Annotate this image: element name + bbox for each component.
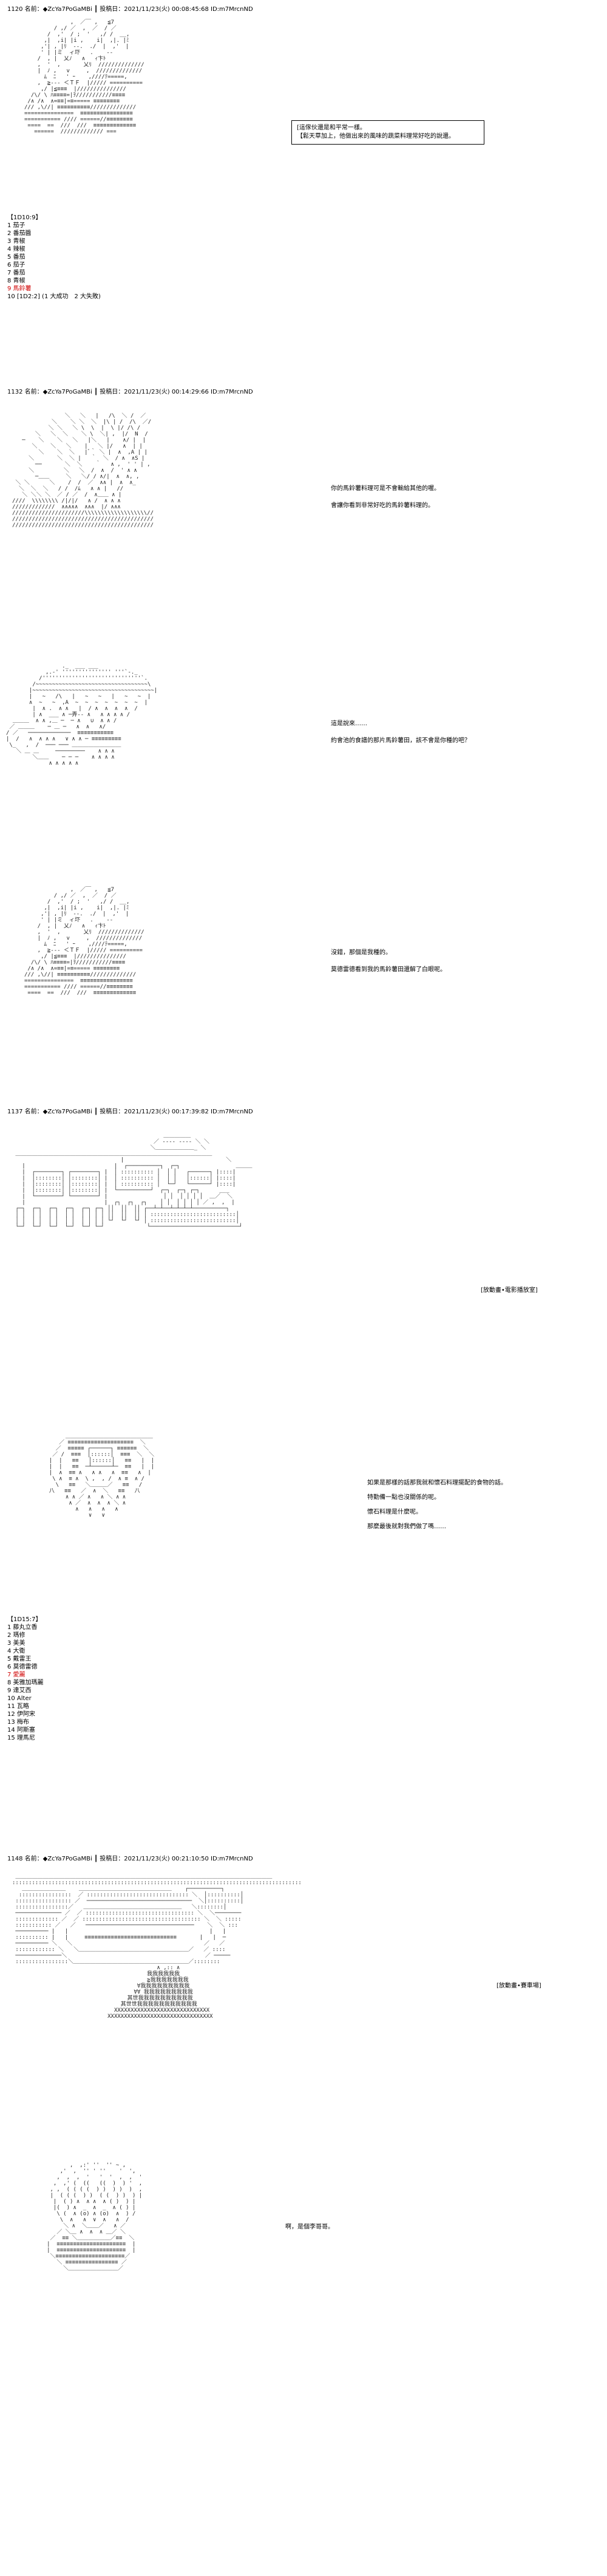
list-item-selected: 7 愛麗 <box>7 1672 25 1678</box>
dialogue-line: 約會池的食譜的那片馬鈴薯田，該不會是你種的吧？ <box>331 737 470 744</box>
ascii-art-character-kimono: ＿＿＿＿＿＿＿＿＿＿＿＿＿＿＿＿ ／ ≡≡≡≡≡≡≡≡≡≡≡≡≡≡≡≡≡≡≡≡ … <box>49 1433 155 1519</box>
post-header: 1132 名前：◆ZcYa7PoGaMBi ┃ 投稿日：2021/11/23(火… <box>7 389 253 395</box>
list-item: 11 瓦略 <box>7 1703 29 1710</box>
dialogue-line: 這是說來…… <box>331 720 367 727</box>
list-item: 5 番茄 <box>7 254 25 261</box>
list-item: 13 梅布 <box>7 1719 29 1726</box>
list-item: 1 茄子 <box>7 222 25 229</box>
ascii-art-race-track: ＿＿＿＿＿＿＿＿＿＿＿＿＿＿＿＿＿＿＿＿＿＿＿＿＿＿＿＿＿＿＿＿＿＿＿＿＿＿＿＿… <box>12 1874 302 2020</box>
location-tag: [放動畫•電影播放室] <box>481 1287 538 1294</box>
list-item: 4 辣椒 <box>7 246 25 253</box>
ascii-art-character-side: ._ ___ ___ ,.-' ''''''''''''''' '''`-._ … <box>6 663 158 767</box>
list-item: 12 伊阿宋 <box>7 1711 35 1718</box>
list-item: 6 茄子 <box>7 262 25 268</box>
ascii-art-screening-room: ＿＿＿＿＿ ／ ---- ---- ＼ ＼ ＼＿＿＿＿＿＿＿_ ＼ ＿＿＿＿＿＿… <box>15 1133 253 1230</box>
narration-line: 【鬆天草加上，他做出來的風味的蔬菜料理常好吃的說還。 <box>297 133 455 140</box>
dialogue: 沒錯，那個是我種的。 莫德雷德看到我的馬鈴薯田還解了白眼呢。 <box>331 949 446 983</box>
list-item: 2 番茄醬 <box>7 230 32 237</box>
narration-line: [這傢伙還是和平常一樣。 <box>297 125 366 131</box>
post-header: 1120 名前：◆ZcYa7PoGaMBi ┃ 投稿日：2021/11/23(火… <box>7 6 253 13</box>
list-item: 9 達艾西 <box>7 1687 32 1694</box>
dice-result-list: 【1D15:7】 1 藤丸立香 2 瑪修 3 美美 4 大衛 5 戴雷王 6 莫… <box>7 1616 44 1742</box>
dialogue: 啊，是個李哥哥。 <box>285 2223 334 2240</box>
list-item: 6 莫德雷德 <box>7 1664 38 1670</box>
dialogue-line: 沒錯，那個是我種的。 <box>331 949 392 956</box>
list-item: 8 青椒 <box>7 278 25 284</box>
dialogue-line: 懷石料理是什麼呢。 <box>367 1509 422 1515</box>
list-item: 10 Alter <box>7 1695 32 1702</box>
dialogue-line: 那麼最後就對我們做了嗎…… <box>367 1523 446 1530</box>
list-item: 7 番茄 <box>7 270 25 276</box>
ascii-art-character-curly: , ,:' '' '' ~ , ,' , '' ' '' ' ', , , , … <box>47 2162 143 2272</box>
dialogue-line: 如果是那樣的話那我就和懷石料理擺配的食物的話。 <box>367 1480 507 1486</box>
list-item: 4 大衛 <box>7 1648 25 1655</box>
dialogue-line: 莫德雷德看到我的馬鈴薯田還解了白眼呢。 <box>331 966 446 973</box>
list-item: 2 瑪修 <box>7 1632 25 1639</box>
list-item: 5 戴雷王 <box>7 1656 32 1662</box>
list-title: 【1D10:9】 <box>7 214 42 221</box>
list-item: 15 理馬尼 <box>7 1735 35 1741</box>
ascii-art-character: , ／￣ , ≦7 / ,/ ／ , ／ / ／ / ,' / ; ' ,/ /… <box>24 19 144 135</box>
list-item: 3 美美 <box>7 1640 25 1647</box>
location-tag: [放動畫•賽車場] <box>497 1983 541 1989</box>
ascii-art-character-angry: ＼ ＼ | /\ ＼ / ／ ＼ ＼ ＼ ＼ |\ | / /\ ／/ ＼ ＼ … <box>12 413 154 528</box>
dialogue: 你的馬鈴薯料理可是不會輸給其他的喔。 會讓你看到非常好吃的馬鈴薯料理的。 <box>331 485 440 519</box>
narration-box: [這傢伙還是和平常一樣。 【鬆天草加上，他做出來的風味的蔬菜料理常好吃的說還。 <box>291 120 484 145</box>
dialogue: 如果是那樣的話那我就和懷石料理擺配的食物的話。 特勤備一點也沒關係的呢。 懷石料… <box>367 1479 507 1537</box>
list-item: 8 美雅加瑪麗 <box>7 1679 44 1686</box>
dialogue-line: 啊，是個李哥哥。 <box>285 2224 334 2230</box>
dialogue-line: 會讓你看到非常好吃的馬鈴薯料理的。 <box>331 502 434 509</box>
post-header: 1148 名前：◆ZcYa7PoGaMBi ┃ 投稿日：2021/11/23(火… <box>7 1856 253 1862</box>
dialogue: 這是說來…… 約會池的食譜的那片馬鈴薯田，該不會是你種的吧？ <box>331 720 470 754</box>
list-item: 1 藤丸立香 <box>7 1624 38 1631</box>
list-item: 14 阿斯塞 <box>7 1727 35 1734</box>
list-item: 10 [1D2:2] (1 大成功 2 大失敗) <box>7 293 101 300</box>
post-header: 1137 名前：◆ZcYa7PoGaMBi ┃ 投稿日：2021/11/23(火… <box>7 1109 253 1115</box>
dice-result-list: 【1D10:9】 1 茄子 2 番茄醬 3 青椒 4 辣椒 5 番茄 6 茄子 … <box>7 214 101 301</box>
list-item-selected: 9 馬鈴薯 <box>7 285 32 292</box>
list-title: 【1D15:7】 <box>7 1616 42 1623</box>
dialogue-line: 特勤備一點也沒關係的呢。 <box>367 1494 440 1501</box>
list-item: 3 青椒 <box>7 238 25 245</box>
ascii-art-character-repeat: , ／￣ , ≦7 / ,/ ／ , ／ / ／ / ,' / ; ' ,/ /… <box>24 887 144 996</box>
dialogue-line: 你的馬鈴薯料理可是不會輸給其他的喔。 <box>331 485 440 492</box>
